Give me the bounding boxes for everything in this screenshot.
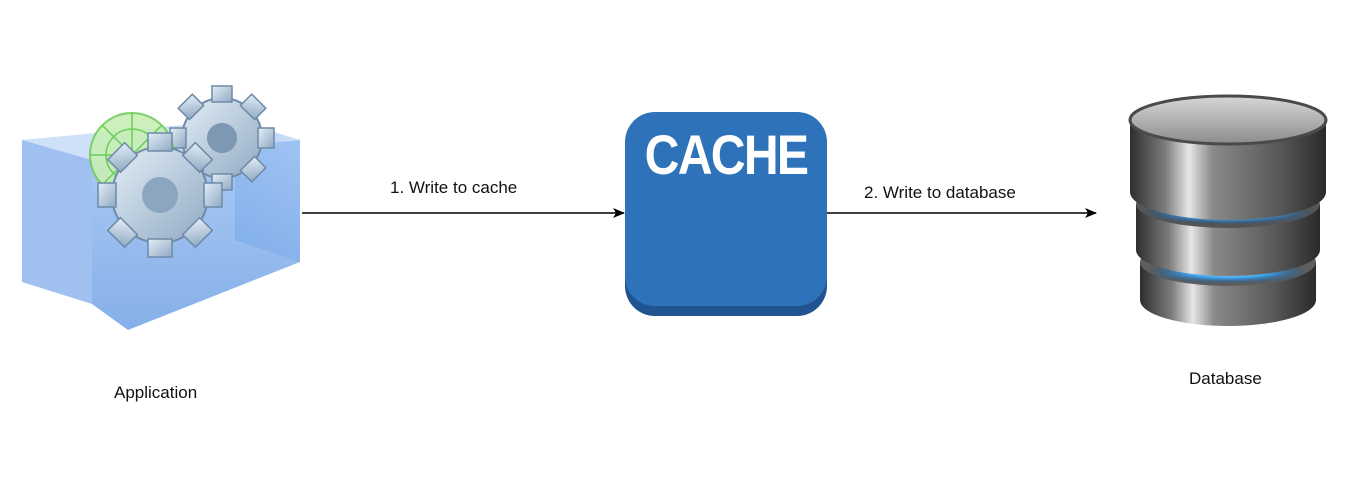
arrow-to-cache-label: 1. Write to cache [390,178,518,197]
arrow-to-database-label: 2. Write to database [864,183,1016,202]
cache-title: CACHE [644,123,809,186]
database-cylinder-icon [1128,94,1328,326]
application-label: Application [114,383,198,402]
database-label: Database [1189,369,1262,388]
cache-block-icon [625,112,827,316]
application-gears-icon [22,85,300,330]
